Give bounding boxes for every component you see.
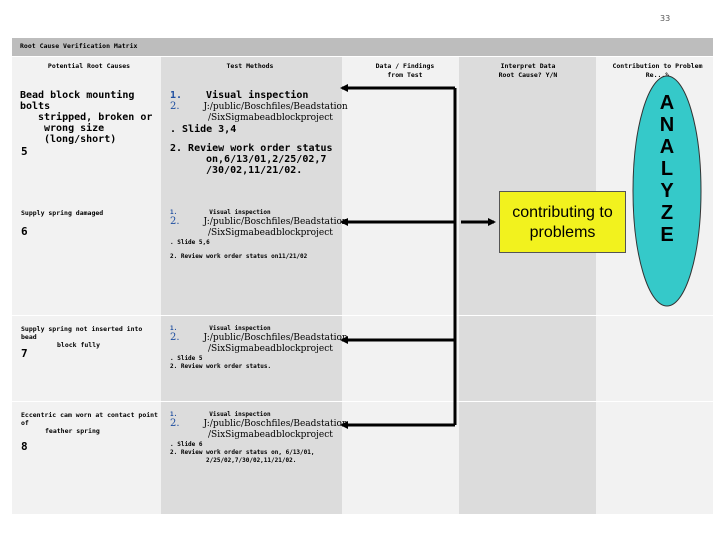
analyze-oval (632, 75, 702, 307)
review-work-order-5: 2. Review work order status on,6/13/01,2… (170, 143, 333, 176)
contributing-callout: contributing to problems (499, 191, 626, 253)
test-methods-7: 1.Visual inspection 2.J:/public/Boschfil… (170, 325, 348, 370)
review-work-order-6: 2. Review work order status on11/21/02 (170, 253, 308, 260)
matrix-title: Root Cause Verification Matrix (20, 42, 138, 50)
slide-number: 33 (660, 14, 671, 23)
header-potential-root-causes: Potential Root Causes (47, 62, 131, 70)
header-data-findings: Data / Findings from Test (375, 62, 435, 79)
cause-number: 5 (21, 145, 28, 158)
cause-6: Supply spring damaged (21, 209, 104, 217)
test-methods-column (161, 57, 342, 514)
test-methods-8: 1.Visual inspection 2.J:/public/Boschfil… (170, 411, 348, 464)
cause-8: Eccentric cam worn at contact point of f… (21, 411, 158, 435)
title-bar (12, 38, 713, 56)
cause-number: 6 (21, 225, 28, 238)
analyze-letter: A (659, 92, 675, 114)
test-methods-5: 1.Visual inspection 2.J:/public/Boschfil… (170, 90, 348, 135)
cause-number: 7 (21, 347, 28, 360)
cause-5: Bead block mounting bolts stripped, brok… (20, 90, 153, 145)
interpret-data-column (459, 57, 596, 514)
analyze-letter: A (659, 136, 675, 158)
analyze-letter: Y (660, 180, 674, 202)
analyze-letter: E (660, 224, 674, 246)
header-test-methods: Test Methods (226, 62, 274, 70)
analyze-letter: L (660, 158, 674, 180)
matrix-table (12, 57, 713, 514)
cause-number: 8 (21, 440, 28, 453)
row-separator (12, 315, 713, 316)
header-interpret-data: Interpret Data Root Cause? Y/N (498, 62, 558, 79)
row-separator (12, 401, 713, 402)
test-methods-6: 1.Visual inspection 2.J:/public/Boschfil… (170, 209, 348, 246)
analyze-letter: N (659, 114, 675, 136)
cause-7: Supply spring not inserted into bead blo… (21, 325, 143, 349)
analyze-letter: Z (660, 202, 674, 224)
header-contribution: Contribution to Problem Re...% (612, 62, 703, 79)
